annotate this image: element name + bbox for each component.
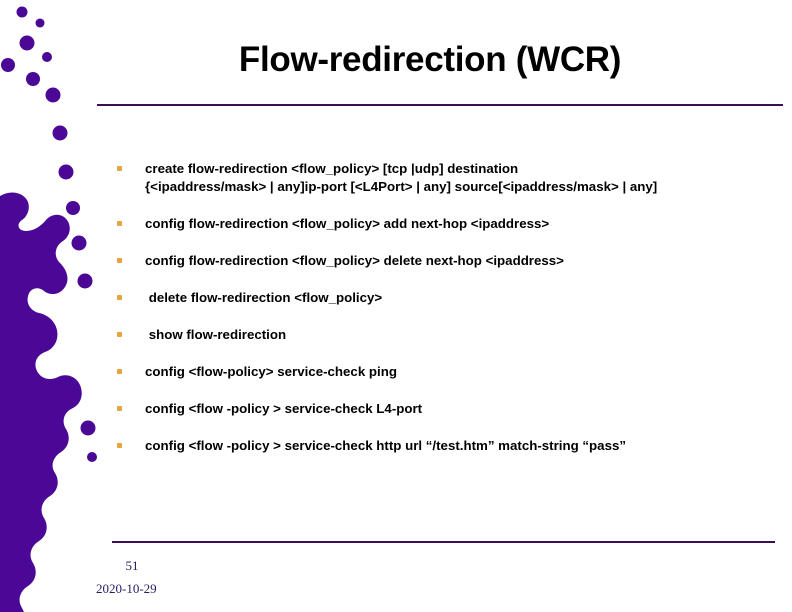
list-item: config flow-redirection <flow_policy> de… — [112, 252, 782, 270]
deco-dot — [26, 72, 40, 86]
page-title: Flow-redirection (WCR) — [238, 40, 622, 79]
purple-blob-shape — [0, 192, 82, 612]
bullet-marker-icon — [117, 166, 122, 171]
command-bullet-list: create flow-redirection <flow_policy> [t… — [112, 160, 782, 455]
bullet-text-line: config <flow -policy > service-check htt… — [145, 438, 627, 453]
list-item: config <flow -policy > service-check htt… — [112, 437, 782, 455]
left-decoration-graphic — [0, 6, 97, 612]
deco-dot — [77, 273, 93, 289]
deco-dot — [58, 164, 74, 180]
deco-dot — [87, 452, 97, 462]
list-item: show flow-redirection — [112, 326, 782, 344]
footer-page-number: 51 — [125, 558, 139, 573]
deco-dot — [42, 52, 52, 62]
footer-divider-rule — [112, 541, 775, 543]
bullet-marker-icon — [117, 258, 122, 263]
bullet-marker-icon — [117, 369, 122, 374]
bullet-text-line: config <flow-policy> service-check ping — [145, 364, 397, 379]
deco-dot — [71, 235, 87, 251]
bullet-marker-icon — [117, 406, 122, 411]
bullet-marker-icon — [117, 443, 122, 448]
bullet-text-line: show flow-redirection — [145, 327, 287, 342]
bullet-marker-icon — [117, 295, 122, 300]
bullet-text-line: {<ipaddress/mask> | any]ip-port [<L4Port… — [145, 179, 658, 194]
list-item: create flow-redirection <flow_policy> [t… — [112, 160, 782, 196]
bullet-marker-icon — [117, 332, 122, 337]
deco-dot — [45, 87, 61, 103]
bullet-text-line: config flow-redirection <flow_policy> ad… — [145, 216, 550, 231]
bullet-text-line: create flow-redirection <flow_policy> [t… — [145, 161, 519, 176]
bullet-marker-icon — [117, 221, 122, 226]
deco-dot — [52, 125, 68, 141]
deco-dot — [1, 58, 15, 72]
list-item: delete flow-redirection <flow_policy> — [112, 289, 782, 307]
deco-dot — [35, 18, 45, 28]
deco-dot — [66, 201, 80, 215]
list-item: config <flow-policy> service-check ping — [112, 363, 782, 381]
list-item: config <flow -policy > service-check L4-… — [112, 400, 782, 418]
deco-dot — [80, 420, 96, 436]
bullet-text-line: config flow-redirection <flow_policy> de… — [145, 253, 564, 268]
deco-dot — [19, 35, 35, 51]
footer-date: 2020-10-29 — [96, 581, 157, 596]
bullet-text-line: config <flow -policy > service-check L4-… — [145, 401, 423, 416]
bullet-text-line: delete flow-redirection <flow_policy> — [145, 290, 383, 305]
list-item: config flow-redirection <flow_policy> ad… — [112, 215, 782, 233]
title-divider-rule — [97, 104, 783, 106]
deco-dot — [16, 6, 28, 18]
